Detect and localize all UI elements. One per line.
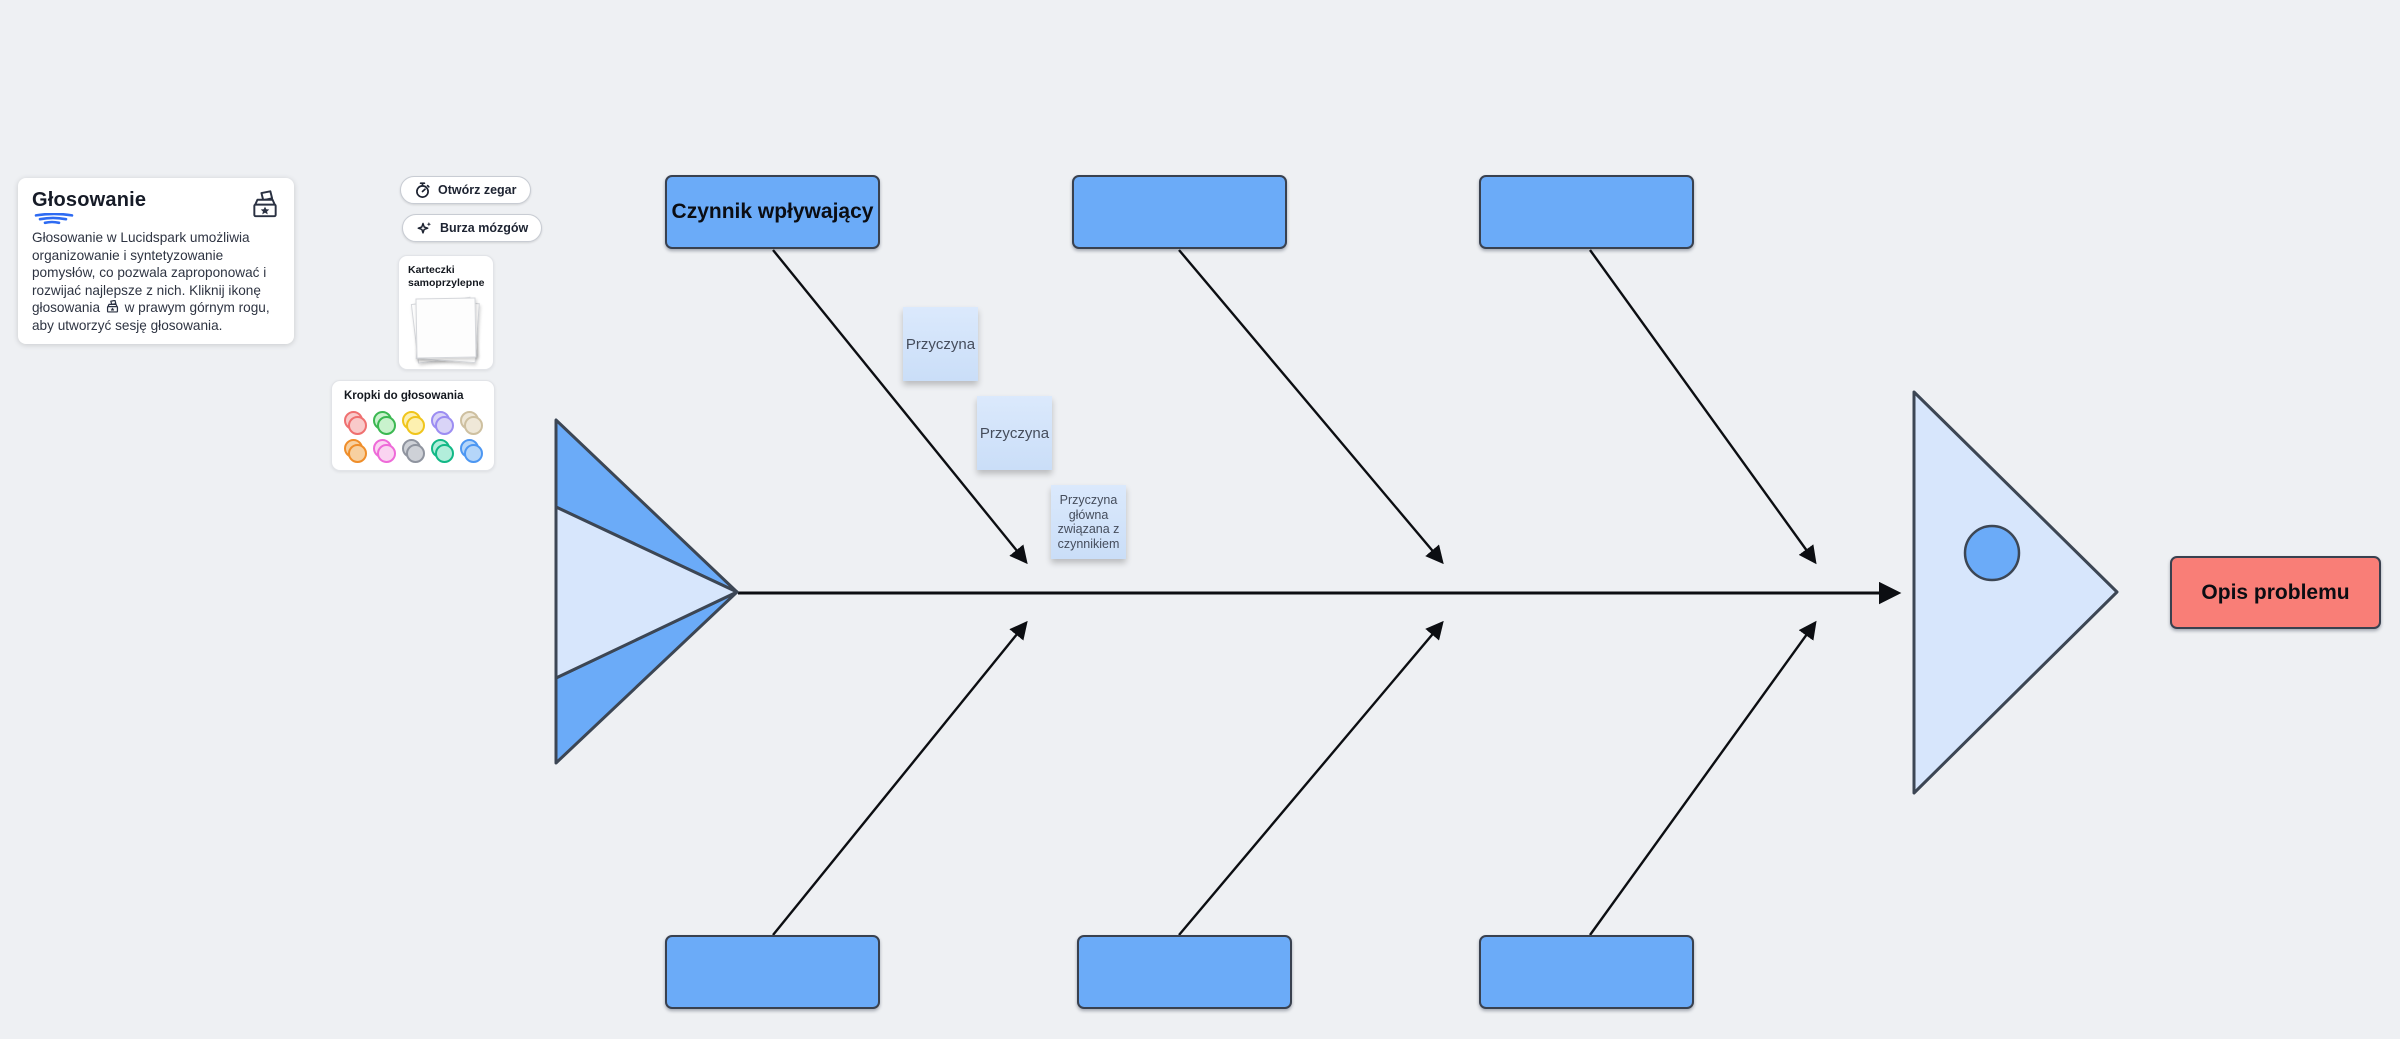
voting-dot-gray[interactable] — [402, 439, 421, 458]
sticky-note-pad-panel[interactable]: Karteczki samoprzylepne — [398, 255, 494, 370]
problem-description-box[interactable]: Opis problemu — [2170, 556, 2381, 629]
factor-box-top-2[interactable] — [1072, 175, 1287, 249]
voting-dot-green[interactable] — [373, 411, 392, 430]
voting-card-title: Głosowanie — [32, 189, 147, 211]
factor-box-bottom-2[interactable] — [1077, 935, 1292, 1009]
brainstorm-button[interactable]: Burza mózgów — [402, 214, 543, 242]
rib-arrow-top-2[interactable] — [1178, 249, 1444, 565]
sticky-note-pad[interactable] — [410, 296, 480, 364]
fish-head-shape[interactable] — [1912, 390, 2119, 795]
voting-dot-beige[interactable] — [460, 411, 479, 430]
fish-tail-shape[interactable] — [554, 418, 739, 765]
voting-dot-magenta[interactable] — [373, 439, 392, 458]
factor-box-top-3[interactable] — [1479, 175, 1694, 249]
voting-dot-red[interactable] — [344, 411, 363, 430]
factor-box-bottom-3[interactable] — [1479, 935, 1694, 1009]
voting-card-body: Głosowanie w Lucidspark umożliwia organi… — [32, 229, 282, 334]
voting-dots-panel[interactable]: Kropki do głosowania — [331, 380, 495, 471]
voting-dot-teal[interactable] — [431, 439, 450, 458]
sticky-label: Przyczyna — [905, 335, 976, 353]
ballot-box-icon — [105, 300, 120, 314]
rib-arrow-bottom-3[interactable] — [1589, 620, 1817, 936]
fish-head-triangle[interactable] — [1912, 390, 2119, 795]
voting-instructions-card[interactable]: Głosowanie Głosowanie w Lucidspark umożl… — [18, 178, 294, 344]
factor-box-label: Czynnik wpływający — [671, 200, 874, 223]
voting-dot-purple[interactable] — [431, 411, 450, 430]
cause-sticky-note-1[interactable]: Przyczyna — [903, 307, 978, 381]
voting-dot-blue[interactable] — [460, 439, 479, 458]
voting-card-body-text: w prawym górnym rogu, aby utworzyć sesję… — [32, 300, 270, 333]
rib-arrow-top-1[interactable] — [772, 249, 1028, 565]
sparkles-icon — [416, 220, 433, 237]
rib-arrow-top-3[interactable] — [1589, 249, 1817, 565]
sticky-sheet — [415, 297, 477, 359]
voting-dot-orange[interactable] — [344, 439, 363, 458]
voting-dot-yellow[interactable] — [402, 411, 421, 430]
cause-sticky-note-2[interactable]: Przyczyna — [977, 396, 1052, 470]
main-cause-sticky-note[interactable]: Przyczyna główna związana z czynnikiem — [1051, 485, 1126, 559]
rib-arrow-bottom-2[interactable] — [1178, 620, 1444, 936]
sticky-label: Przyczyna główna związana z czynnikiem — [1057, 493, 1120, 551]
ballot-box-icon — [249, 190, 281, 221]
open-timer-label: Otwórz zegar — [438, 183, 517, 197]
problem-box-label: Opis problemu — [2201, 580, 2350, 604]
fish-eye[interactable] — [1963, 524, 2021, 582]
voting-dots-title: Kropki do głosowania — [344, 390, 464, 402]
open-timer-button[interactable]: Otwórz zegar — [400, 176, 531, 204]
factor-box-bottom-1[interactable] — [665, 935, 880, 1009]
blue-squiggle-underline — [34, 213, 74, 225]
stopwatch-icon — [414, 181, 431, 199]
rib-arrow-bottom-1[interactable] — [772, 620, 1028, 936]
fish-tail-mid-fin[interactable] — [554, 505, 739, 680]
sticky-pad-title: Karteczki samoprzylepne — [408, 264, 485, 289]
sticky-label: Przyczyna — [979, 424, 1050, 442]
voting-card-body-text: Głosowanie w Lucidspark umożliwia organi… — [32, 230, 267, 315]
factor-box-top-1[interactable]: Czynnik wpływający — [665, 175, 880, 249]
voting-dots-grid — [344, 411, 482, 458]
brainstorm-label: Burza mózgów — [440, 221, 529, 235]
